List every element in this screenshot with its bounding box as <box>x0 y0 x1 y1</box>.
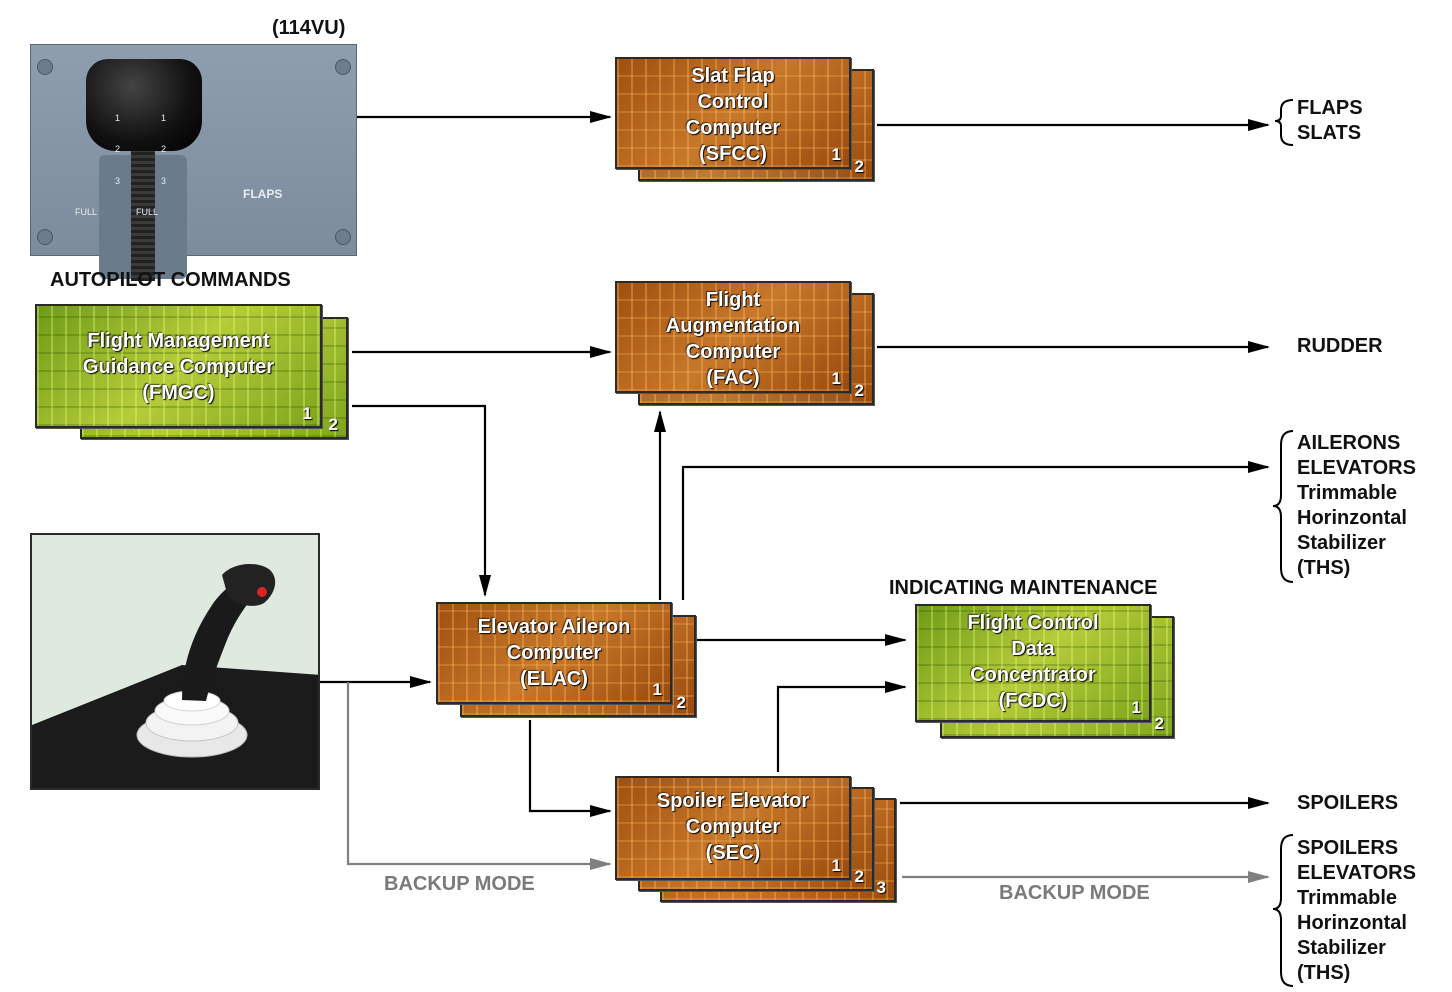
brace-elac-surfaces <box>1272 430 1294 583</box>
sfcc-unit-1: Slat Flap Control Computer (SFCC) 1 <box>615 57 851 169</box>
panel-id-label: (114VU) <box>272 17 346 39</box>
screw-icon <box>37 59 53 75</box>
detent-label: FULL <box>75 207 98 217</box>
sfcc-title: Slat Flap Control Computer (SFCC) <box>685 65 781 165</box>
unit-number: 2 <box>328 415 338 434</box>
lever-shaft <box>131 149 155 281</box>
panel-flaps-label: FLAPS <box>243 187 283 201</box>
unit-number: 1 <box>831 856 841 875</box>
unit-number: 2 <box>854 381 864 400</box>
unit-number: 1 <box>302 404 312 423</box>
sec-unit-1: Spoiler Elevator Computer (SEC) 1 <box>615 776 851 880</box>
flap-lever-handle[interactable] <box>86 59 202 151</box>
detent-label: 2 <box>161 144 167 154</box>
output-spoilers: SPOILERS <box>1297 792 1399 814</box>
detent-label: 3 <box>161 176 167 186</box>
arrow-elac-to-sec <box>528 720 612 817</box>
fmgc-title: Flight Management Guidance Computer (FMG… <box>82 330 275 404</box>
side-stick-icon <box>32 563 318 788</box>
unit-number: 3 <box>876 878 886 897</box>
unit-number: 2 <box>1154 714 1164 733</box>
arrow-stick-to-sec-backup <box>346 682 612 870</box>
output-sec-backup-surfaces: SPOILERS ELEVATORS Trimmable Horinzontal… <box>1297 837 1416 984</box>
backup-mode-label-right: BACKUP MODE <box>999 882 1150 904</box>
sec-title: Spoiler Elevator Computer (SEC) <box>656 790 810 864</box>
fac-title: Flight Augmentation Computer (FAC) <box>665 289 801 389</box>
arrow-sec-to-fcdc <box>776 681 907 772</box>
fac-unit-1: Flight Augmentation Computer (FAC) 1 <box>615 281 851 393</box>
detent-label: FULL <box>136 207 159 217</box>
screw-icon <box>37 229 53 245</box>
fmgc-unit-1: Flight Management Guidance Computer (FMG… <box>35 304 322 428</box>
output-rudder: RUDDER <box>1297 335 1383 357</box>
screw-icon <box>335 59 351 75</box>
screw-icon <box>335 229 351 245</box>
indicating-maintenance-label: INDICATING MAINTENANCE <box>889 577 1158 599</box>
unit-number: 2 <box>676 693 686 712</box>
arrow-fmgc-to-elac <box>352 404 491 597</box>
detent-label: 1 <box>115 113 121 123</box>
side-stick-image <box>30 533 320 790</box>
unit-number: 1 <box>831 145 841 164</box>
unit-number: 1 <box>831 369 841 388</box>
detent-label: 2 <box>115 144 121 154</box>
fcdc-unit-1: Flight Control Data Concentrator (FCDC) … <box>915 604 1151 722</box>
fcdc-title: Flight Control Data Concentrator (FCDC) <box>967 612 1099 712</box>
output-elac-surfaces: AILERONS ELEVATORS Trimmable Horinzontal… <box>1297 432 1416 579</box>
flap-lever-panel: 1 1 2 2 3 3 FULL FULL FLAPS <box>30 44 357 281</box>
unit-number: 1 <box>1131 698 1141 717</box>
brace-flaps-slats <box>1274 99 1294 146</box>
elac-unit-1: Elevator Aileron Computer (ELAC) 1 <box>436 602 672 704</box>
unit-number: 2 <box>854 867 864 886</box>
unit-number: 2 <box>854 157 864 176</box>
autopilot-commands-label: AUTOPILOT COMMANDS <box>50 269 291 291</box>
backup-mode-label-left: BACKUP MODE <box>384 873 535 895</box>
output-flaps-slats: FLAPS SLATS <box>1297 97 1363 144</box>
unit-number: 1 <box>652 680 662 699</box>
brace-sec-surfaces <box>1272 834 1294 987</box>
arrow-elac-to-surfaces <box>681 461 1270 600</box>
elac-title: Elevator Aileron Computer (ELAC) <box>477 616 631 690</box>
detent-label: 3 <box>115 176 121 186</box>
detent-label: 1 <box>161 113 167 123</box>
